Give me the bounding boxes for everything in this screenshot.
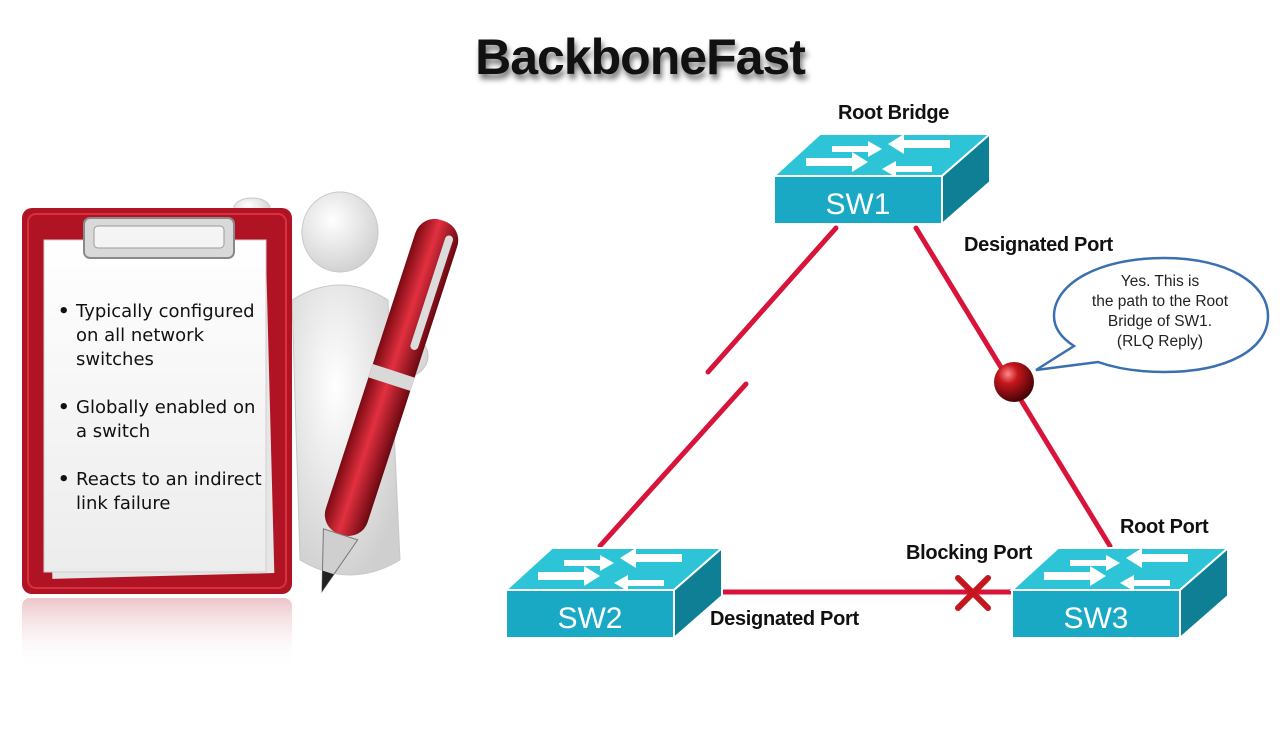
- callout-line: Yes. This is: [1120, 273, 1200, 290]
- bullet-text: Reacts to an indirect link failure: [76, 469, 262, 514]
- switch-sw2-icon: [503, 545, 725, 641]
- bullet-dot: •: [58, 301, 70, 322]
- switch-sw1-icon: [771, 131, 993, 227]
- root-bridge-label: Root Bridge: [838, 102, 950, 124]
- bullet-item: • Typically configured on all network sw…: [58, 300, 268, 372]
- bullet-item: • Globally enabled on a switch: [58, 396, 268, 444]
- link-sw1-sw2-lower: [597, 381, 749, 549]
- network-links: [597, 225, 1113, 595]
- designated-port-sw2-label: Designated Port: [710, 608, 859, 630]
- designated-port-sw1-label: Designated Port: [964, 234, 1113, 256]
- clipboard-illustration: [22, 191, 459, 668]
- bullet-text: Globally enabled on a switch: [76, 397, 256, 442]
- sw1-label: SW1: [825, 188, 890, 221]
- link-sw1-sw2-upper: [705, 225, 839, 375]
- root-port-label: Root Port: [1120, 516, 1209, 538]
- callout-bubble: [1035, 256, 1270, 374]
- sw3-label: SW3: [1063, 602, 1128, 635]
- rlq-marker: [994, 362, 1034, 402]
- page-title: BackboneFast: [475, 29, 806, 85]
- callout-line: the path to the Root: [1091, 293, 1229, 310]
- bullet-text: Typically configured on all network swit…: [76, 301, 255, 370]
- callout-line: (RLQ Reply): [1116, 333, 1204, 350]
- blocking-port-label: Blocking Port: [906, 542, 1033, 564]
- bullet-dot: •: [58, 397, 70, 418]
- bullet-item: • Reacts to an indirect link failure: [58, 468, 268, 516]
- clipboard-bullet-list: • Typically configured on all network sw…: [58, 300, 268, 540]
- bullet-dot: •: [58, 469, 70, 490]
- callout-line: Bridge of SW1.: [1107, 313, 1213, 330]
- switch-sw3-icon: [1009, 545, 1231, 641]
- blocking-port-x-icon: [955, 575, 991, 611]
- callout-text: Yes. This is the path to the Root Bridge…: [1072, 272, 1248, 352]
- sw2-label: SW2: [557, 602, 622, 635]
